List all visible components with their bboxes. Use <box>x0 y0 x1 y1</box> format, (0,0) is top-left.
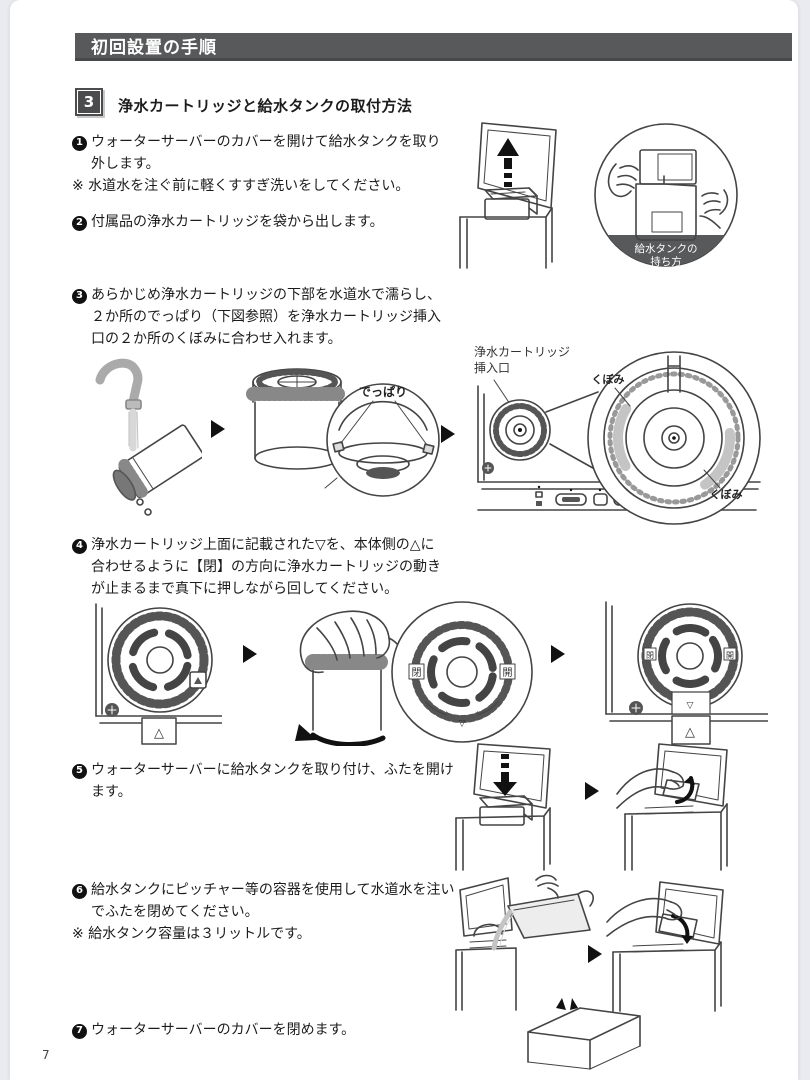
illustration-tank-holding: 給水タンクの 持ち方 <box>568 120 764 272</box>
illustration-place-tank <box>452 742 562 872</box>
step-3-text: あらかじめ浄水カートリッジの下部を水道水で濡らし、 <box>91 287 441 303</box>
step-4-text: 浄水カートリッジ上面に記載された▽を、本体側の△に <box>91 537 435 553</box>
step-4-text: が止まるまで真下に押しながら回してください。 <box>91 581 399 597</box>
caption-band <box>607 235 725 266</box>
step-number: 3 <box>77 90 101 114</box>
tank-holding-caption: 持ち方 <box>650 255 682 268</box>
step-7-badge: 7 <box>72 1023 87 1039</box>
arrow-up-icon <box>497 138 519 156</box>
recess-label-bottom: くぼみ <box>710 488 743 501</box>
step-2-text: 付属品の浄水カートリッジを袋から出します。 <box>91 214 384 230</box>
close-kanji: 閉 <box>412 667 422 679</box>
arrow-right-icon <box>588 945 602 963</box>
section-header-bar: 初回設置の手順 <box>75 33 792 61</box>
click-mark-icon <box>570 998 578 1010</box>
step-5-text: ます。 <box>91 784 132 800</box>
arrow-down-icon <box>493 782 517 796</box>
illustration-insertion-port: くぼみ くぼみ 浄水カートリッジ 挿入口 <box>458 342 773 527</box>
step-3-text: 口の２か所のくぼみに合わせ入れます。 <box>91 331 342 347</box>
step-6-text: 給水タンクにピッチャー等の容器を使用して水道水を注い <box>91 882 455 898</box>
step-4-badge: 4 <box>72 538 87 554</box>
step-6-text: でふたを閉めてください。 <box>91 904 259 920</box>
step-5-badge: 5 <box>72 763 87 779</box>
arrow-right-icon <box>441 425 455 443</box>
recess-label-top: くぼみ <box>592 373 625 386</box>
step-7-text: ウォーターサーバーのカバーを閉めます。 <box>91 1022 356 1038</box>
step-5-text: ウォーターサーバーに給水タンクを取り付け、ふたを開け <box>91 762 454 778</box>
section-header-title: 初回設置の手順 <box>91 38 217 58</box>
close-kanji: 閉 <box>646 651 654 660</box>
step-2-badge: 2 <box>72 215 87 231</box>
illustration-pour-water <box>450 872 605 1012</box>
step-1-text: 外します。 <box>91 156 160 172</box>
flip-open-arrow-icon <box>684 776 695 785</box>
click-mark-icon <box>556 998 566 1010</box>
section-title: 浄水カートリッジと給水タンクの取付方法 <box>118 97 413 115</box>
illustration-close-lid <box>605 878 730 1013</box>
illustration-open-lid <box>615 742 735 872</box>
illustration-hand-turning <box>283 598 408 748</box>
illustration-cartridge-protrusion: でっぱり <box>225 358 445 513</box>
step-6-badge: 6 <box>72 883 87 899</box>
step-3-badge: 3 <box>72 288 87 304</box>
page-number: 7 <box>42 1048 50 1062</box>
step-4-text: 合わせるように【閉】の方向に浄水カートリッジの動き <box>91 559 441 575</box>
triangle-up-mark: △ <box>154 726 164 741</box>
illustration-dial-after: 閉 開 ▽ △ <box>588 598 769 748</box>
flip-close-arrow-icon <box>681 935 693 944</box>
step-number-box: 3 <box>75 88 103 116</box>
illustration-dial-magnified: 閉 開 ▽ <box>388 600 538 745</box>
rotate-arrow-icon <box>295 724 317 741</box>
arrow-right-icon <box>211 420 225 438</box>
step-3-text: ２か所のでっぱり（下図参照）を浄水カートリッジ挿入 <box>91 309 441 325</box>
arrow-right-icon <box>243 645 257 663</box>
illustration-remove-tank <box>455 120 565 270</box>
insertion-port-label: 挿入口 <box>474 361 510 375</box>
illustration-dial-before: △ <box>82 598 223 746</box>
step-6-note: ※ 給水タンク容量は３リットルです。 <box>72 926 311 942</box>
step-1-text: ウォーターサーバーのカバーを開けて給水タンクを取り <box>91 134 441 150</box>
arrow-right-icon <box>551 645 565 663</box>
step-1-badge: 1 <box>72 135 87 151</box>
illustration-wet-cartridge <box>82 352 205 517</box>
tank-holding-caption: 給水タンクの <box>635 242 698 255</box>
arrow-right-icon <box>585 782 599 800</box>
open-kanji: 開 <box>503 667 513 679</box>
illustration-closed-server <box>520 998 645 1070</box>
triangle-down-mark: ▽ <box>687 701 694 711</box>
step-1-note: ※ 水道水を注ぐ前に軽くすすぎ洗いをしてください。 <box>72 178 410 194</box>
open-kanji: 開 <box>726 651 734 660</box>
triangle-up-mark: △ <box>685 725 695 740</box>
insertion-port-label: 浄水カートリッジ <box>474 345 570 359</box>
triangle-down-mark: ▽ <box>459 719 466 729</box>
protrusion-label: でっぱり <box>359 384 407 399</box>
